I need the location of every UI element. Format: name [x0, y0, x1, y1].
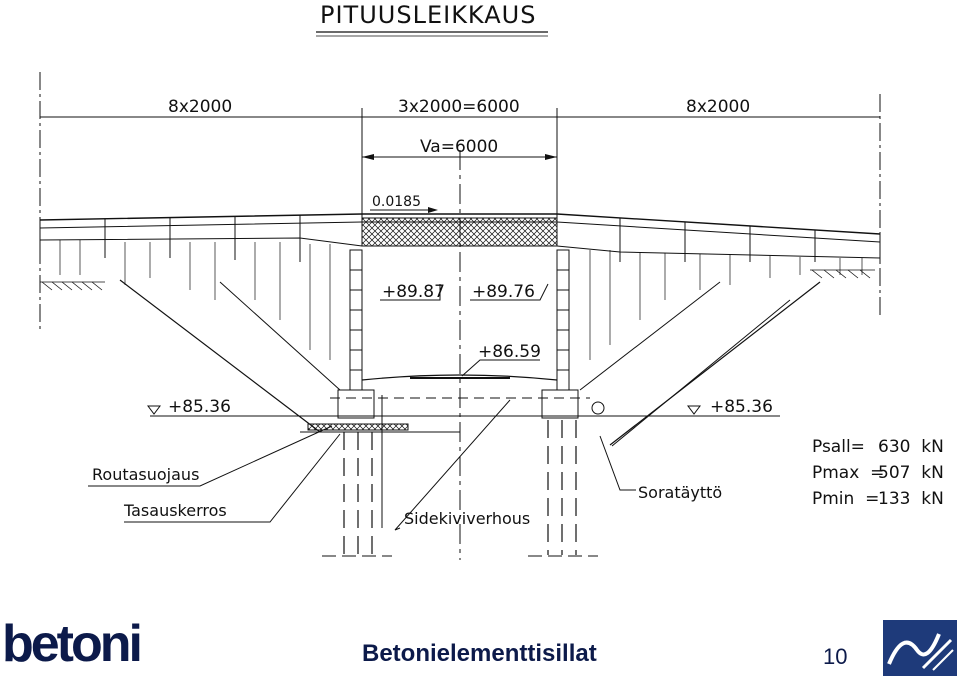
emblem-icon [883, 620, 957, 676]
railing-posts [39, 215, 881, 262]
load-value: 507 kN [878, 463, 944, 483]
abutment-hatching [59, 240, 863, 360]
piles-left [343, 432, 373, 555]
culvert-floor [361, 374, 558, 381]
piles-right [547, 420, 577, 555]
leader-frost [88, 425, 333, 487]
leader-gravel-2 [611, 299, 791, 447]
load-value: 133 kN [878, 489, 944, 509]
label-stone: Sidekiviverhous [404, 509, 530, 528]
load-name: Psall= [812, 437, 865, 457]
label-leveling: Tasauskerros [123, 501, 227, 520]
level-top-right: +89.76 [472, 282, 535, 302]
drain-circle [591, 401, 605, 415]
left-column [337, 249, 375, 419]
embankment-right [609, 281, 821, 446]
load-table: Psall= 630 kN Pmax = 507 kN Pmin = 133 k… [812, 437, 944, 509]
embankment-left-inner [219, 281, 341, 391]
load-value: 630 kN [878, 437, 944, 457]
leader-top-right [470, 283, 549, 301]
label-gravel: Soratäyttö [638, 483, 722, 502]
betoni-logo: betoni [2, 615, 143, 673]
leader-gravel [599, 435, 636, 491]
load-name: Pmin = [812, 489, 879, 509]
label-frost: Routasuojaus [92, 465, 199, 484]
level-water-left: +85.36 [168, 397, 231, 417]
dim-opening: Va=6000 [420, 137, 498, 157]
level-top-left: +89.87 [382, 282, 445, 302]
level-water-right: +85.36 [710, 397, 773, 417]
deck-mesh-panel [361, 217, 558, 247]
water-marker-left [147, 405, 161, 415]
right-column [541, 249, 579, 419]
load-name: Pmax = [812, 463, 884, 483]
footer-title: Betonielementtisillat [362, 640, 597, 667]
leader-top-left [380, 284, 441, 301]
ground-hatch-left [40, 281, 105, 291]
dim-arrow-left [362, 154, 374, 160]
dim-arrow-right [545, 154, 557, 160]
leader-bottom [461, 359, 540, 377]
slope-arrow-head [428, 207, 438, 213]
dim-left-span: 8x2000 [168, 97, 232, 117]
ground-hatch-right [810, 269, 875, 279]
page-number: 10 [823, 644, 848, 669]
slope-label: 0.0185 [372, 194, 421, 210]
leader-leveling [124, 433, 341, 523]
level-bottom: +86.59 [478, 342, 541, 362]
deck-top [39, 213, 881, 235]
frost-layer [307, 423, 409, 431]
drawing-title: PITUUSLEIKKAUS [320, 1, 536, 29]
embankment-right-inner [579, 281, 721, 391]
bridge-section-drawing: PITUUSLEIKKAUS 8x2000 3x2000=6000 8x2000… [39, 1, 944, 560]
embankment-left [119, 279, 321, 433]
dim-middle-span: 3x2000=6000 [398, 97, 520, 117]
dim-right-span: 8x2000 [686, 97, 750, 117]
water-marker-right [687, 405, 701, 415]
leader-stone [394, 399, 511, 531]
